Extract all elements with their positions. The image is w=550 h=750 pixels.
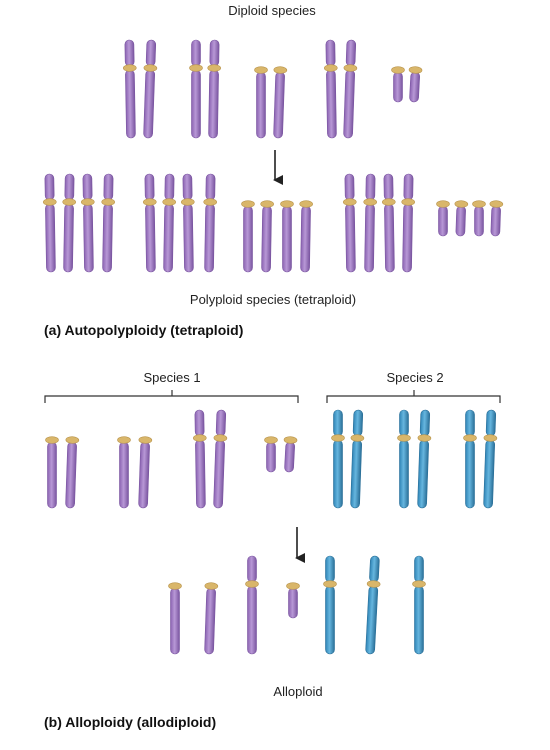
tetraploid-4-chromosome xyxy=(381,173,396,273)
tetraploid-5-chromosome xyxy=(436,200,450,237)
tetraploid-5-chromosome xyxy=(489,200,504,237)
species2-a-chromosome xyxy=(331,409,345,509)
species1-d-chromosome xyxy=(283,436,298,473)
species1-bracket xyxy=(44,390,299,403)
diploid-5-chromosome xyxy=(408,66,423,103)
diploid-2-chromosome xyxy=(207,39,222,139)
species1-a-chromosome xyxy=(65,436,80,509)
species2-a-chromosome xyxy=(350,409,365,509)
species1-b-chromosome xyxy=(117,436,131,509)
tetraploid-3-chromosome xyxy=(260,200,274,273)
tetraploid-1-chromosome xyxy=(80,173,95,273)
species1-d-chromosome xyxy=(264,436,278,473)
species1-label: Species 1 xyxy=(143,370,201,385)
diploid-3-chromosome xyxy=(273,66,288,139)
species2-b-chromosome xyxy=(417,409,432,509)
diploid-4-chromosome xyxy=(343,39,358,139)
species2-c-chromosome xyxy=(483,409,498,509)
alloploid-chromosome xyxy=(168,582,182,655)
tetraploid-4-chromosome xyxy=(363,173,378,273)
tetraploid-1-chromosome xyxy=(62,173,77,273)
tetraploid-2-chromosome xyxy=(162,173,177,273)
tetraploid-4-chromosome xyxy=(342,173,357,273)
alloploid-chromosome xyxy=(323,555,337,655)
tetraploid-5-chromosome xyxy=(472,200,486,237)
diploid-1-chromosome xyxy=(143,39,158,139)
alloploid-chromosome xyxy=(204,582,219,655)
tetraploid-1-chromosome xyxy=(101,173,116,273)
tetraploid-3-chromosome xyxy=(280,200,294,273)
alloploidy-heading: (b) Alloploidy (allodiploid) xyxy=(44,714,217,730)
diploid-1-chromosome xyxy=(122,39,137,139)
tetraploid-2-chromosome xyxy=(203,173,218,273)
species1-c-chromosome xyxy=(192,409,207,509)
species1-b-chromosome xyxy=(138,436,153,509)
species2-bracket xyxy=(326,390,501,403)
tetraploid-2-chromosome xyxy=(142,173,157,273)
autopolyploidy-heading: (a) Autopolyploidy (tetraploid) xyxy=(44,322,244,338)
alloploid-chromosome xyxy=(245,555,259,655)
chromosome-layer xyxy=(42,39,504,655)
species2-b-chromosome xyxy=(397,409,411,509)
diploid-5-chromosome xyxy=(391,66,405,103)
tetraploid-3-chromosome xyxy=(299,200,313,273)
alloploid-chromosome xyxy=(412,555,426,655)
alloploid-chromosome xyxy=(286,582,300,619)
diploid-4-chromosome xyxy=(323,39,338,139)
tetraploid-3-chromosome xyxy=(241,200,255,273)
alloploid-label: Alloploid xyxy=(273,684,323,699)
diploid-2-chromosome xyxy=(189,39,203,139)
diploid-species-label: Diploid species xyxy=(228,3,316,18)
polyploid-species-label: Polyploid species (tetraploid) xyxy=(189,292,357,307)
diploid-3-chromosome xyxy=(254,66,268,139)
species2-c-chromosome xyxy=(463,409,477,509)
tetraploid-2-chromosome xyxy=(180,173,195,273)
species1-c-chromosome xyxy=(213,409,228,509)
species1-a-chromosome xyxy=(45,436,59,509)
tetraploid-1-chromosome xyxy=(42,173,57,273)
alloploid-chromosome xyxy=(365,555,381,655)
species2-label: Species 2 xyxy=(386,370,444,385)
tetraploid-4-chromosome xyxy=(401,173,416,273)
tetraploid-5-chromosome xyxy=(454,200,469,237)
